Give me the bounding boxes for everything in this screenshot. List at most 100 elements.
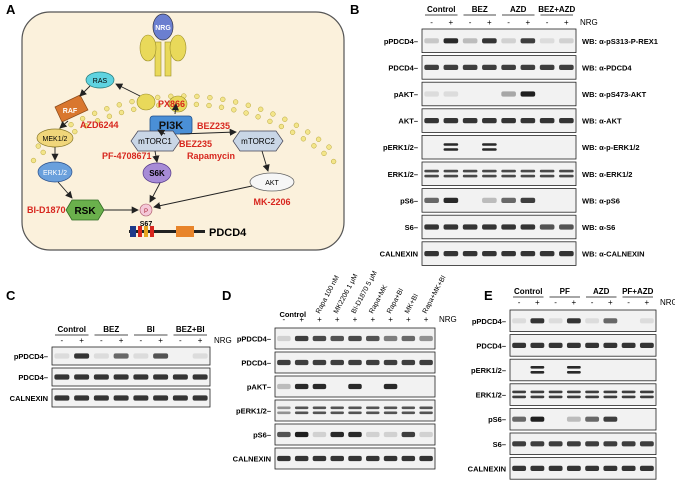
band	[548, 465, 563, 471]
band	[482, 143, 497, 146]
blot-row-label: ERK1/2–	[388, 170, 418, 179]
band	[192, 353, 208, 359]
band	[172, 374, 188, 380]
nrg-sign: -	[554, 298, 557, 307]
panel-b-label: B	[350, 2, 359, 17]
group-header: Control	[58, 325, 86, 334]
wb-antibody-label: WB: α-ERK1/2	[582, 170, 632, 179]
band	[312, 431, 327, 438]
band	[366, 431, 380, 438]
band	[520, 251, 536, 257]
band	[424, 64, 439, 70]
band	[401, 335, 416, 342]
wb-antibody-label: WB: α-pS313-P-REX1	[582, 37, 658, 46]
blot-row-label: ERK1/2–	[476, 391, 506, 400]
nrg-sign: +	[119, 336, 124, 345]
band	[54, 395, 70, 401]
band	[277, 411, 291, 415]
band	[559, 169, 574, 173]
ras-label: RAS	[93, 78, 108, 85]
membrane-lipid	[282, 116, 288, 122]
px866-inhibitor: PX866	[158, 99, 185, 109]
band	[566, 342, 581, 348]
band	[603, 318, 618, 324]
membrane-lipid	[40, 149, 46, 156]
group-header: BEZ+AZD	[538, 5, 575, 14]
band	[330, 406, 344, 410]
band	[566, 366, 581, 369]
band	[113, 395, 129, 401]
band	[348, 406, 362, 410]
band	[501, 174, 516, 178]
band	[530, 441, 545, 447]
membrane-lipid	[104, 106, 110, 112]
membrane-lipid	[243, 110, 249, 116]
band	[512, 441, 527, 447]
blot-row-label: PDCD4–	[388, 63, 418, 72]
blot-row-label: PDCD4–	[476, 341, 506, 350]
band	[277, 383, 291, 390]
membrane-lipid	[106, 113, 113, 119]
blot-strip	[421, 134, 577, 160]
blot-row-label: pPDCD4–	[384, 37, 418, 46]
band	[501, 224, 516, 230]
band	[585, 441, 600, 447]
nrg-sign: -	[61, 336, 64, 345]
band	[74, 353, 90, 359]
band	[520, 64, 536, 70]
blot-strip	[51, 388, 211, 408]
band	[603, 342, 618, 348]
nrg-label: NRG	[660, 298, 675, 307]
wb-antibody-label: WB: α-pS473-AKT	[582, 90, 647, 99]
membrane-lipid	[258, 106, 264, 112]
mtorc1-node	[130, 130, 181, 152]
band	[424, 197, 439, 203]
band	[512, 395, 527, 399]
band	[294, 455, 309, 462]
ras-node	[85, 71, 115, 89]
band	[539, 251, 555, 257]
nrg-sign: -	[591, 298, 594, 307]
nrg-label: NRG	[214, 336, 232, 345]
blot-row-label: S6–	[405, 223, 418, 232]
band	[424, 251, 439, 257]
akt-node	[249, 172, 295, 192]
wb-antibody-label: WB: α-S6	[582, 223, 615, 232]
band	[424, 169, 439, 173]
blot-row-label: CALNEXIN	[380, 250, 418, 259]
band	[639, 390, 654, 394]
group-header: PF+AZD	[622, 287, 654, 296]
band	[93, 353, 109, 359]
band	[419, 406, 433, 410]
nrg-label: NRG	[439, 315, 457, 324]
membrane-lipid	[131, 106, 137, 113]
membrane-lipid	[315, 136, 322, 142]
band	[348, 383, 362, 390]
nrg-sign: +	[388, 315, 393, 324]
rsk-label: RSK	[74, 206, 96, 217]
band	[603, 416, 618, 422]
band	[383, 383, 398, 390]
band	[312, 383, 327, 390]
band	[548, 390, 563, 394]
mtorc1-label: mTORC1	[138, 137, 172, 146]
band	[501, 251, 516, 257]
band	[548, 441, 563, 447]
band	[585, 465, 600, 471]
s6k-node	[142, 162, 172, 184]
wb-antibody-label: WB: α-PDCD4	[582, 63, 632, 72]
blot-strip	[509, 457, 657, 480]
nrg-sign: +	[158, 336, 163, 345]
band	[639, 441, 654, 447]
phospho-label: P	[144, 209, 148, 215]
band	[383, 335, 398, 342]
band	[54, 374, 70, 380]
band	[277, 335, 291, 342]
blot-strip	[51, 367, 211, 387]
band	[401, 406, 416, 410]
band	[133, 353, 149, 359]
band	[559, 64, 574, 70]
band	[192, 395, 208, 401]
membrane-lipid	[35, 143, 41, 149]
blot-row-label: pERK1/2–	[471, 366, 506, 375]
